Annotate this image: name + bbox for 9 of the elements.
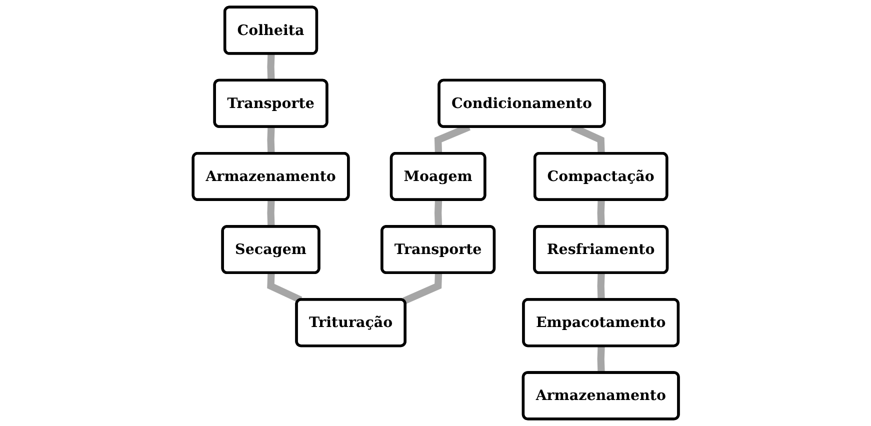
- connector: [266, 54, 274, 81]
- connector: [434, 200, 442, 227]
- connector: [596, 200, 605, 227]
- connector: [596, 346, 605, 374]
- connector: [266, 200, 274, 227]
- connector: [402, 273, 442, 304]
- connector: [596, 273, 605, 300]
- connector: [266, 273, 302, 304]
- connector: [266, 126, 274, 154]
